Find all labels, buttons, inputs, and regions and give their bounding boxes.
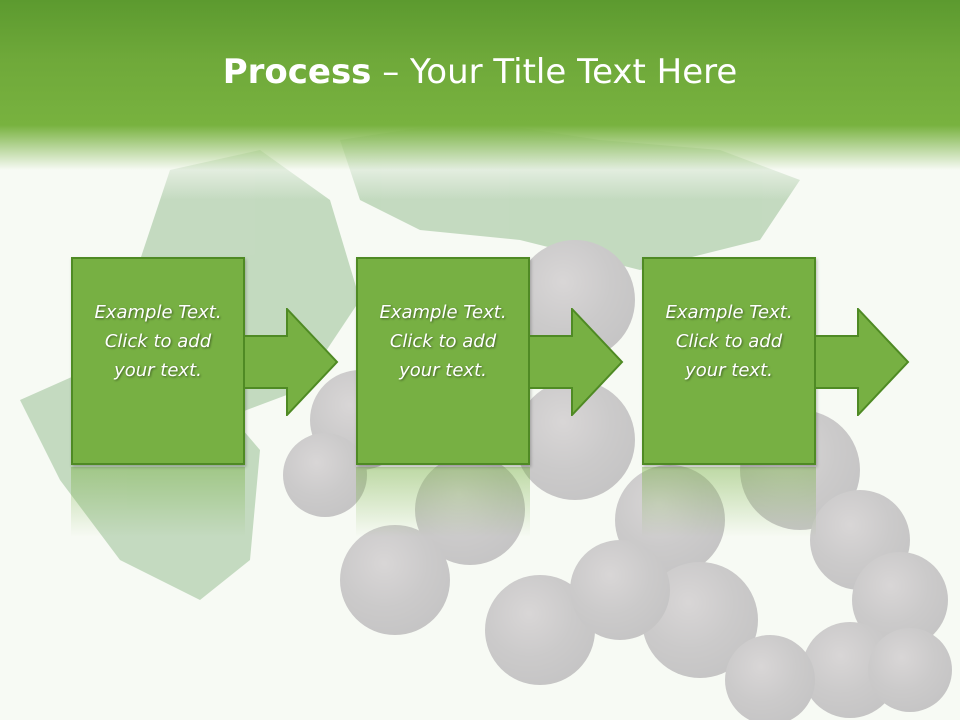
step-text-line: your text. [685, 359, 773, 381]
step-text-line: Example Text. [665, 301, 793, 323]
header-band [0, 0, 960, 200]
page-title: Process – Your Title Text Here [0, 52, 960, 92]
grape-shape [340, 525, 450, 635]
arrow-right-icon [243, 308, 339, 416]
step-reflection [71, 467, 245, 537]
grape-shape [852, 552, 948, 648]
title-rest: – Your Title Text Here [371, 52, 738, 92]
step-text: Example Text. Click to add your text. [368, 298, 518, 385]
step-reflection [642, 467, 816, 537]
title-bold: Process [222, 52, 372, 92]
arrow-right-icon [814, 308, 910, 416]
step-text-line: Example Text. [94, 301, 222, 323]
step-text-line: your text. [114, 359, 202, 381]
step-reflection [356, 467, 530, 537]
grape-shape [802, 622, 898, 718]
grape-shape [485, 575, 595, 685]
grape-shape [515, 240, 635, 360]
step-text-line: your text. [399, 359, 487, 381]
grape-shape [415, 455, 525, 565]
grape-shape [515, 380, 635, 500]
grape-shape [868, 628, 952, 712]
step-text: Example Text. Click to add your text. [83, 298, 233, 385]
step-text-line: Click to add [389, 330, 497, 352]
arrow-right-icon [528, 308, 624, 416]
step-text-line: Example Text. [379, 301, 507, 323]
grape-shape [283, 433, 367, 517]
step-text: Example Text. Click to add your text. [654, 298, 804, 385]
step-text-line: Click to add [675, 330, 783, 352]
process-step-3[interactable]: Example Text. Click to add your text. [642, 257, 816, 465]
grape-shape [642, 562, 758, 678]
grape-shape [570, 540, 670, 640]
process-step-1[interactable]: Example Text. Click to add your text. [71, 257, 245, 465]
grape-shape [725, 635, 815, 720]
process-step-2[interactable]: Example Text. Click to add your text. [356, 257, 530, 465]
step-text-line: Click to add [104, 330, 212, 352]
